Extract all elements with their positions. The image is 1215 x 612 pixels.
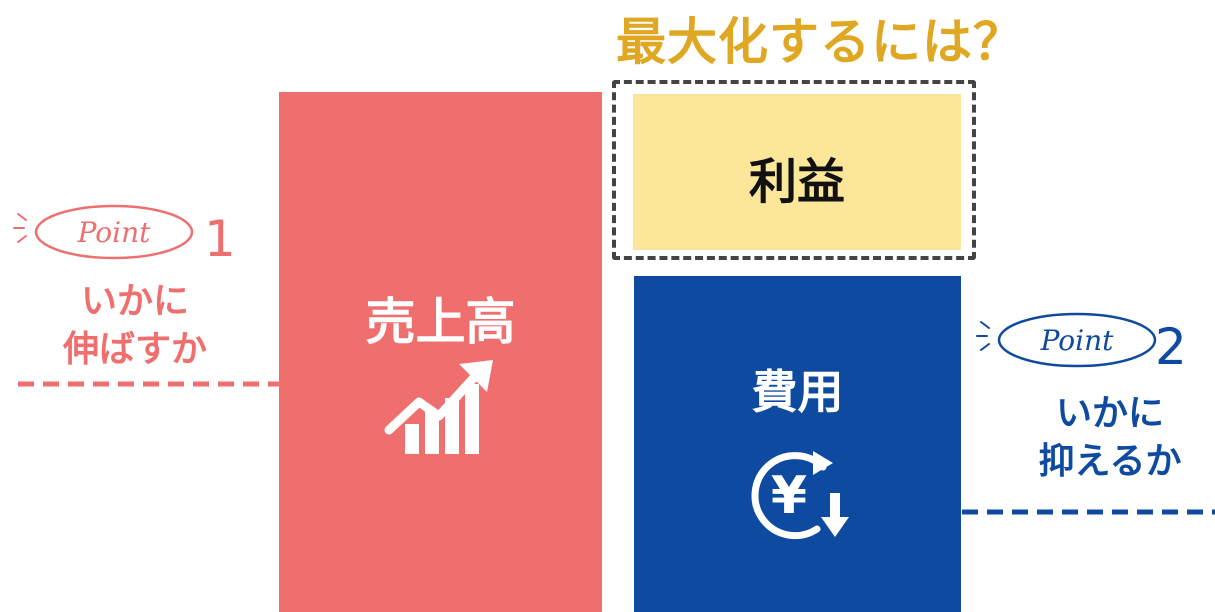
growth-chart-icon: [384, 360, 493, 454]
sales-block: [279, 92, 602, 612]
point2-caption: いかに 抑えるか: [1010, 390, 1210, 486]
point2-number: 2: [1155, 318, 1187, 376]
point1-caption: いかに 伸ばすか: [30, 278, 240, 374]
point2-dashed-line: [962, 509, 1215, 515]
profit-label: 利益: [748, 154, 845, 210]
profit-block: [633, 94, 961, 250]
svg-text:¥: ¥: [771, 466, 807, 526]
point2-line2: 抑えるか: [1038, 441, 1182, 482]
point2-badge: Point 2: [976, 312, 1187, 376]
point1-number: 1: [204, 210, 232, 268]
sales-label: 売上高: [365, 293, 516, 351]
point1-badge-text: Point: [77, 216, 152, 249]
cost-label: 費用: [751, 365, 844, 419]
point2-line1: いかに: [1055, 393, 1164, 434]
diagram-title: 最大化するには？: [616, 13, 1024, 71]
point1-line1: いかに: [80, 281, 189, 322]
yen-decrease-icon: ¥: [751, 451, 849, 540]
point2-badge-text: Point: [1040, 324, 1115, 357]
profit-dashed-frame: [612, 80, 976, 260]
point1-line2: 伸ばすか: [62, 329, 207, 370]
point1-badge: Point 1: [13, 204, 232, 268]
cost-block: [634, 276, 961, 612]
point1-dashed-line: [18, 381, 280, 387]
